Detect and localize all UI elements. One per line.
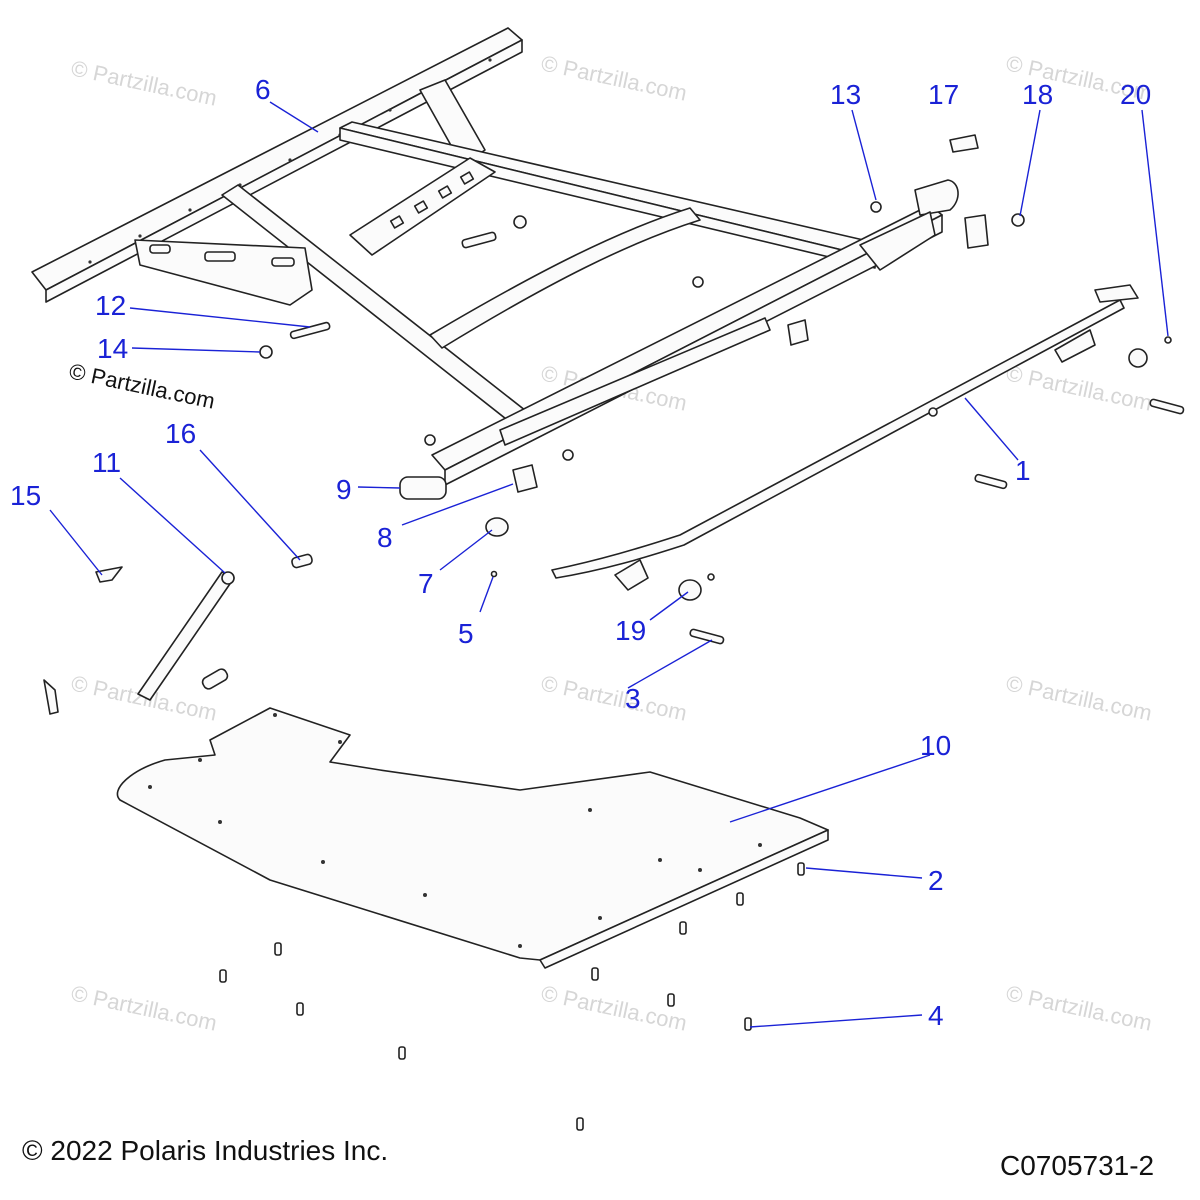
figure-code: C0705731-2 <box>1000 1150 1154 1181</box>
callout-20: 20 <box>1120 79 1151 110</box>
callout-9: 9 <box>336 474 352 505</box>
part-15-clip <box>95 566 123 583</box>
part-14-nut <box>259 345 273 359</box>
copyright-text: © 2022 Polaris Industries Inc. <box>22 1135 388 1166</box>
bolt <box>974 473 1008 490</box>
watermark: © Partzilla.com <box>69 670 219 725</box>
watermark: © Partzilla.com <box>539 980 689 1035</box>
callout-13: 14 <box>97 333 128 364</box>
part-3-bolt <box>689 628 725 645</box>
rod-assembly <box>551 284 1139 591</box>
part-5-pin <box>490 570 498 578</box>
callout-16: 16 <box>165 418 196 449</box>
plate-holes <box>148 713 762 948</box>
small-parts <box>43 134 1185 715</box>
part-9-bushing <box>399 476 447 500</box>
callout-19: 19 <box>615 615 646 646</box>
gas-strut <box>137 571 235 701</box>
callout-17: 17 <box>928 79 959 110</box>
callout-1: 1 <box>1015 455 1031 486</box>
bolt <box>1149 398 1185 415</box>
clamp <box>964 214 989 249</box>
hairpin-clip <box>43 679 59 715</box>
pin <box>201 668 229 690</box>
watermark: © Partzilla.com <box>1004 980 1154 1035</box>
callout-7: 7 <box>418 568 434 599</box>
watermark: © Partzilla.com <box>69 980 219 1035</box>
part-7-bushing <box>485 517 509 537</box>
panel-slots <box>389 171 475 229</box>
callout-15: 15 <box>10 480 41 511</box>
bushing <box>1128 348 1148 368</box>
callouts: 1 2 3 4 5 6 7 8 9 10 11 12 14 15 16 13 1… <box>10 74 1151 1031</box>
callout-8: 8 <box>377 522 393 553</box>
callout-12: 12 <box>95 290 126 321</box>
fasteners <box>219 862 805 1131</box>
watermark: © Partzilla.com <box>1004 670 1154 725</box>
callout-10: 10 <box>920 730 951 761</box>
callout-18: 18 <box>1022 79 1053 110</box>
callout-2: 2 <box>928 865 944 896</box>
callout-3: 3 <box>625 683 641 714</box>
part-12-bolt <box>289 321 331 340</box>
part-16-pin <box>291 553 313 569</box>
watermark-dark: © Partzilla.com <box>67 358 217 413</box>
frame-assembly <box>31 27 959 486</box>
callout-6: 6 <box>255 74 271 105</box>
callout-5: 5 <box>458 618 474 649</box>
watermark: © Partzilla.com <box>69 55 219 110</box>
part-17-clip <box>949 134 979 153</box>
skid-plate <box>116 707 829 969</box>
callout-13b: 13 <box>830 79 861 110</box>
clamp <box>787 319 809 346</box>
leader-lines <box>49 101 1169 1028</box>
part-8-clamp <box>512 464 538 493</box>
part-20-nut <box>1164 336 1172 344</box>
watermark: © Partzilla.com <box>1004 360 1154 415</box>
watermark: © Partzilla.com <box>539 50 689 105</box>
callout-11: 11 <box>92 447 121 478</box>
watermark: © Partzilla.com <box>539 670 689 725</box>
part-18-nut <box>1011 213 1025 227</box>
part-19-nut <box>707 573 715 581</box>
callout-4: 4 <box>928 1000 944 1031</box>
part-13-nut <box>870 201 882 213</box>
